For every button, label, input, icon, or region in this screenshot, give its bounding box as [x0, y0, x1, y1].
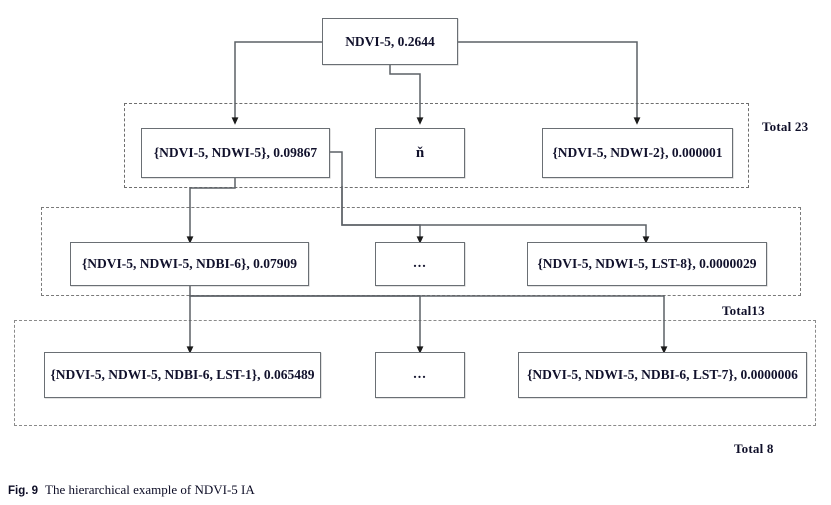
node-l3-ellipsis[interactable]: ...	[375, 242, 465, 286]
node-l3-ndvi5-ndwi5-ndbi6[interactable]: {NDVI-5, NDWI-5, NDBI-6}, 0.07909	[70, 242, 309, 286]
node-l2-ndvi5-ndwi2[interactable]: {NDVI-5, NDWI-2}, 0.000001	[542, 128, 733, 178]
group-total-label-level-3: Total13	[722, 303, 765, 318]
group-total-label-level-4: Total 8	[734, 441, 774, 456]
group-total-label-level-2: Total 23	[762, 119, 809, 134]
node-l2-placeholder-glyph[interactable]: ň	[375, 128, 465, 178]
node-l4-ellipsis[interactable]: ...	[375, 352, 465, 398]
node-l2-ndvi5-ndwi5[interactable]: {NDVI-5, NDWI-5}, 0.09867	[141, 128, 330, 178]
figure-caption-label: Fig. 9	[8, 485, 39, 497]
node-root[interactable]: NDVI-5, 0.2644	[322, 18, 458, 65]
node-l4-ndvi5-ndwi5-ndbi6-lst1[interactable]: {NDVI-5, NDWI-5, NDBI-6, LST-1}, 0.06548…	[44, 352, 321, 398]
node-l3-ndvi5-ndwi5-lst8[interactable]: {NDVI-5, NDWI-5, LST-8}, 0.0000029	[527, 242, 767, 286]
figure-caption-text: The hierarchical example of NDVI-5 IA	[45, 482, 255, 497]
node-l4-ndvi5-ndwi5-ndbi6-lst7[interactable]: {NDVI-5, NDWI-5, NDBI-6, LST-7}, 0.00000…	[518, 352, 807, 398]
figure-caption: Fig. 9 The hierarchical example of NDVI-5…	[8, 482, 255, 498]
